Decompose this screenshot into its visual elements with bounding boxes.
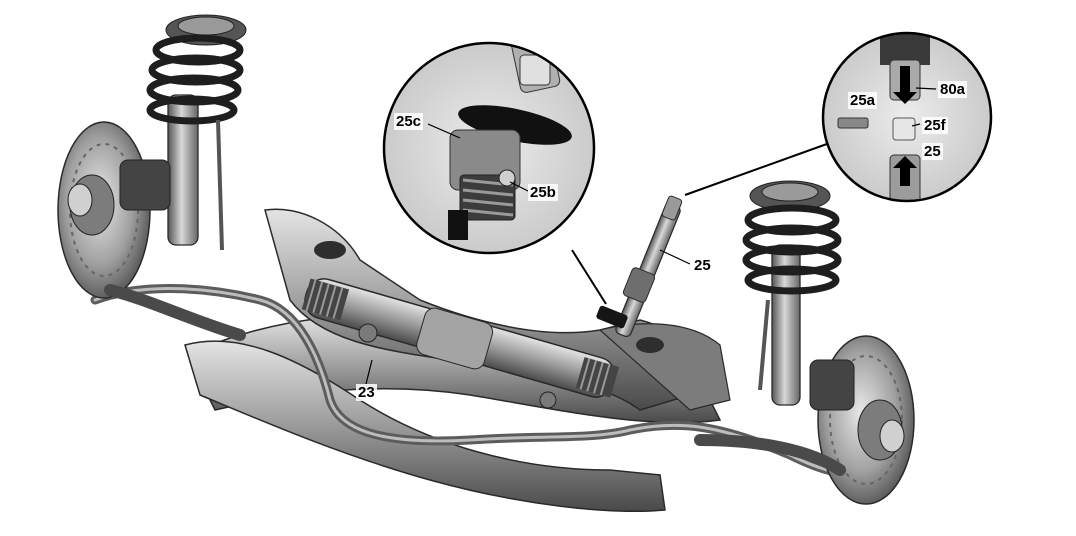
- steering-shaft: [596, 195, 683, 337]
- label-sleeve: 25f: [922, 117, 948, 134]
- coupling-detail-inset: [821, 31, 993, 203]
- label-shaft-inset: 25: [922, 143, 943, 160]
- label-steering-shaft: 25: [692, 257, 713, 274]
- right-control-arm: [694, 434, 846, 476]
- label-joint-bolt-area: 25c: [394, 113, 424, 130]
- joint-detail-inset: [382, 41, 596, 255]
- left-strut: [146, 14, 247, 251]
- left-brake-disc: [57, 121, 171, 299]
- right-brake-disc: [809, 335, 915, 505]
- label-clamp-bolt: 25b: [528, 184, 558, 201]
- label-detail-part: 80a: [938, 81, 968, 98]
- label-steering-gear: 23: [356, 384, 377, 401]
- right-strut: [742, 180, 842, 406]
- left-control-arm: [104, 284, 246, 341]
- leader-line-joint: [571, 249, 607, 305]
- label-bolt-inset: 25a: [848, 92, 878, 109]
- leader-line-inset: [684, 139, 839, 196]
- callout-leaders: [365, 87, 937, 385]
- steering-gear: [301, 278, 620, 409]
